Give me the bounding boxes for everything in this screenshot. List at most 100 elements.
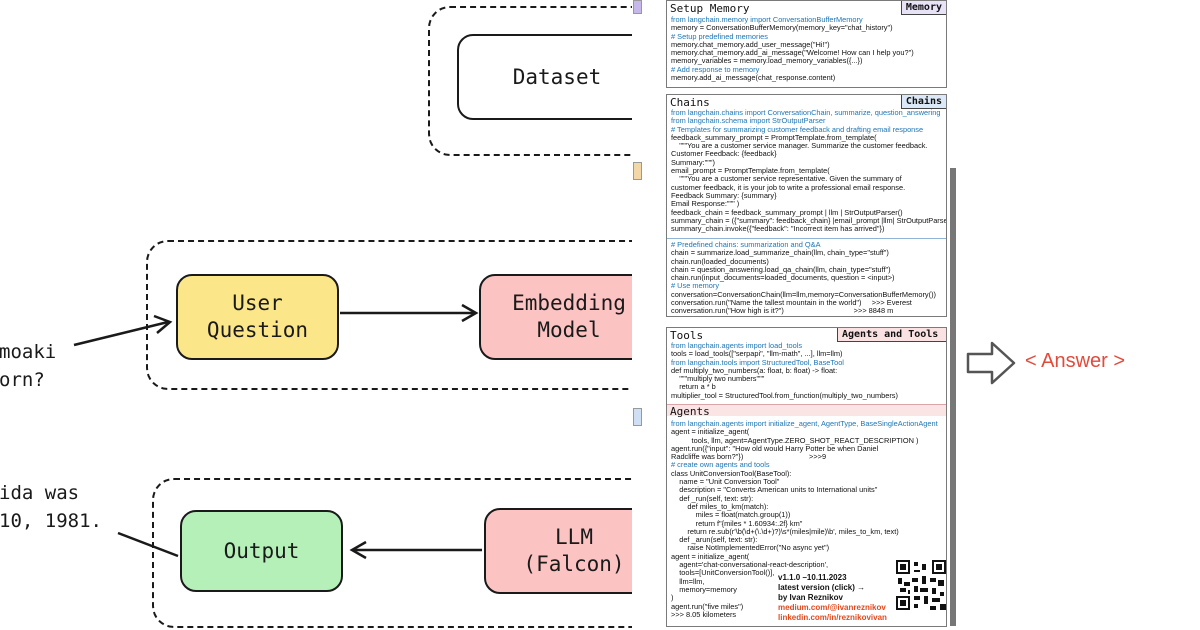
sheet-edge-tab: [633, 162, 642, 180]
output-node: Output: [180, 510, 343, 592]
memory-panel: Setup Memory Memory from langchain.memor…: [666, 0, 947, 88]
code-line: # Use memory: [671, 281, 720, 291]
code-line: # Templates for summarizing customer fee…: [671, 124, 924, 134]
code-line: Summary:"""): [671, 157, 716, 167]
code-line: miles = float(match.group(1)): [671, 510, 791, 520]
code-line: return re.sub(r'\b(\d+(\.\d+)?)\s*(miles…: [671, 526, 899, 536]
code-line: multiplier_tool = StructuredTool.from_fu…: [671, 390, 898, 400]
sheet-footer: v1.1.0 –10.11.2023 latest version (click…: [778, 573, 892, 625]
embedding-node: Embedding Model: [479, 274, 659, 360]
chains-panel-title: Chains: [670, 96, 710, 109]
code-line: agent.run({"input": "How old would Harry…: [671, 443, 879, 453]
code-line: chain = summarize.load_summarize_chain(l…: [671, 248, 889, 258]
code-line: """multiply two numbers""": [671, 374, 765, 384]
code-line: feedback_chain = feedback_summary_prompt…: [671, 207, 903, 217]
user-question-label: User Question: [206, 291, 309, 342]
code-line: from langchain.chains import Conversatio…: [671, 108, 941, 117]
code-line: summary_chain = ({"summary": feedback_ch…: [671, 215, 947, 225]
medium-link[interactable]: medium.com/@ivanreznikov: [778, 603, 886, 612]
chains-panel: Chains Chains from langchain.chains impo…: [666, 94, 947, 317]
code-line: # create own agents and tools: [671, 460, 770, 470]
code-line: raise NotImplementedError("No async yet"…: [671, 543, 830, 553]
answer-label: < Answer >: [1025, 350, 1126, 372]
memory-panel-tag: Memory: [900, 1, 946, 15]
chains-divider: [667, 238, 946, 239]
answer-arrow-icon: [966, 341, 1016, 385]
code-line: from langchain.tools import StructuredTo…: [671, 357, 844, 367]
code-line: customer feedback, it is your job to wri…: [671, 182, 906, 192]
code-line: def _arun(self, text: str):: [671, 535, 758, 545]
agents-tools-tag: Agents and Tools: [837, 328, 946, 342]
code-line: chain.run(loaded_documents): [671, 256, 769, 266]
code-line: agent.run("five miles"): [671, 601, 744, 611]
code-line: memory=memory: [671, 584, 737, 594]
code-line: return f"{miles * 1.60934:.2f} km": [671, 518, 803, 528]
code-line: """You are a customer service manager. S…: [671, 141, 928, 151]
memory-code: from langchain.memory import Conversatio…: [671, 15, 944, 83]
question-fragment: moaki orn?: [0, 341, 57, 391]
llm-output-arrow-head: [349, 540, 367, 560]
code-line: tools=[UnitConversionTool()],: [671, 568, 775, 578]
code-line: return a * b: [671, 382, 716, 392]
code-line: memory_variables = memory.load_memory_va…: [671, 56, 863, 66]
code-line: class UnitConversionTool(BaseTool):: [671, 468, 792, 478]
code-line: email_prompt = PromptTemplate.from_templ…: [671, 166, 830, 176]
embedding-label: Embedding Model: [512, 291, 626, 342]
code-line: description = "Converts American units t…: [671, 485, 878, 495]
code-line: agent='chat-conversational-react-descrip…: [671, 560, 829, 570]
code-line: Customer Feedback: {feedback}: [671, 149, 777, 159]
code-line: Feedback Summary: {summary}: [671, 190, 777, 200]
sheet-edge-tab: [633, 408, 642, 426]
dataset-node: Dataset: [457, 34, 657, 120]
output-text-fragment: ida was 10, 1981.: [0, 482, 102, 532]
agents-code: from langchain.agents import initialize_…: [671, 419, 944, 619]
diagram-arrows: [73, 303, 482, 560]
code-line: tools = load_tools(["serpapi", "llm-math…: [671, 349, 843, 359]
memory-panel-title: Setup Memory: [670, 2, 750, 15]
code-line: memory.chat_memory.add_user_message("Hi!…: [671, 39, 830, 49]
chains-code: from langchain.chains import Conversatio…: [671, 108, 947, 234]
user-question-node: User Question: [176, 274, 339, 360]
code-line: agent = initialize_agent(: [671, 427, 750, 437]
code-line: feedback_summary_prompt = PromptTemplate…: [671, 132, 877, 142]
code-line: """You are a customer service representa…: [671, 174, 902, 184]
code-line: chain.run(input_documents=loaded_documen…: [671, 273, 895, 283]
latest-version-link[interactable]: latest version (click) →: [778, 583, 866, 592]
output-label: Output: [223, 538, 300, 563]
code-line: summary_chain.invoke({"feedback": "Incor…: [671, 224, 885, 234]
code-line: conversation.run("How high is it?") >>> …: [671, 306, 894, 316]
code-line: llm=llm,: [671, 576, 705, 586]
llm-label: LLM (Falcon): [523, 525, 625, 576]
embed-arrow-head: [461, 303, 479, 323]
code-line: conversation.run("Name the tallest mount…: [671, 298, 912, 308]
code-line: Email Response:""" ): [671, 199, 740, 209]
code-line: from langchain.memory import Conversatio…: [671, 15, 863, 24]
version-text: v1.1.0 –10.11.2023: [778, 573, 847, 582]
code-line: tools, llm, agent=AgentType.ZERO_SHOT_RE…: [671, 435, 919, 445]
chains-panel-tag: Chains: [900, 95, 946, 109]
code-line: conversation=ConversationChain(llm=llm,m…: [671, 289, 936, 299]
dataset-label: Dataset: [512, 64, 602, 89]
code-line: chain = question_answering.load_qa_chain…: [671, 264, 891, 274]
chains-code-2: # Predefined chains: summarization and Q…: [671, 240, 944, 316]
question-arrow: [73, 320, 169, 347]
code-line: agent = initialize_agent(: [671, 551, 750, 561]
code-line: from langchain.schema import StrOutputPa…: [671, 116, 826, 126]
code-line: from langchain.agents import initialize_…: [671, 419, 938, 428]
question-arrow-head: [153, 314, 173, 334]
sheet-edge-tab: [633, 0, 642, 14]
tools-panel-title: Tools: [670, 329, 704, 342]
qr-code-icon[interactable]: [896, 560, 946, 610]
agents-title: Agents: [670, 405, 710, 418]
code-line: ): [671, 593, 674, 603]
code-line: def miles_to_km(match):: [671, 501, 769, 511]
code-line: Radcliffe was born?"}) >>>9: [671, 452, 827, 462]
output-text-line: [117, 531, 179, 558]
linkedin-link[interactable]: linkedin.com/in/reznikovivan: [778, 613, 887, 622]
code-line: memory.chat_memory.add_ai_message("Welco…: [671, 48, 914, 58]
code-line: from langchain.agents import load_tools: [671, 341, 803, 350]
code-line: >>> 8.05 kilometers: [671, 609, 737, 619]
code-line: def multiply_two_numbers(a: float, b: fl…: [671, 365, 838, 375]
code-line: memory.add_ai_message(chat_response.cont…: [671, 73, 836, 83]
